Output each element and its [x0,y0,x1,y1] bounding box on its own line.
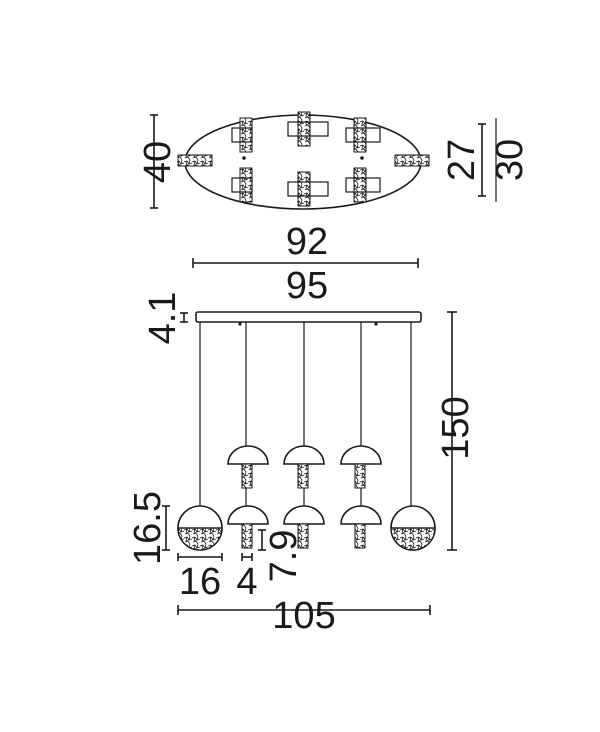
top-height-label: 40 [137,141,179,183]
total-width-label: 105 [272,595,335,637]
canopy-thickness-dimension: 4.1 [142,292,188,345]
top-inner-width-label: 27 [441,139,483,181]
lower-pendants [227,505,382,549]
total-drop-label: 150 [435,396,477,459]
canopy [195,311,422,323]
canopy-inner-width-label: 92 [286,221,328,263]
cables [199,322,412,506]
front-view: 92 95 4.1 150 [127,221,477,637]
top-outer-width-label: 30 [489,139,531,181]
globe-height-dimension: 16.5 [127,491,170,565]
canopy-outer-width-label: 95 [286,265,328,307]
canopy-thickness-label: 4.1 [142,292,184,345]
globe-diameter-dimension: 16 [177,553,223,603]
globe-height-label: 16.5 [127,491,169,565]
top-view-crystals [177,111,430,207]
total-drop-dimension: 150 [435,311,477,551]
top-view: 40 27 30 [137,111,531,210]
globe-diameter-label: 16 [179,561,221,603]
bar-width-dimension: 4 [236,553,258,603]
bar-height-label: 7.9 [263,530,305,583]
upper-pendants [227,445,382,506]
top-width-dimension: 27 30 [441,118,531,202]
total-width-dimension: 105 [177,595,431,637]
bar-width-label: 4 [236,561,257,603]
globes [177,505,436,551]
bar-height-dimension: 7.9 [258,529,305,583]
canopy-width-dimension: 92 95 [192,221,419,307]
top-height-dimension: 40 [137,114,179,209]
